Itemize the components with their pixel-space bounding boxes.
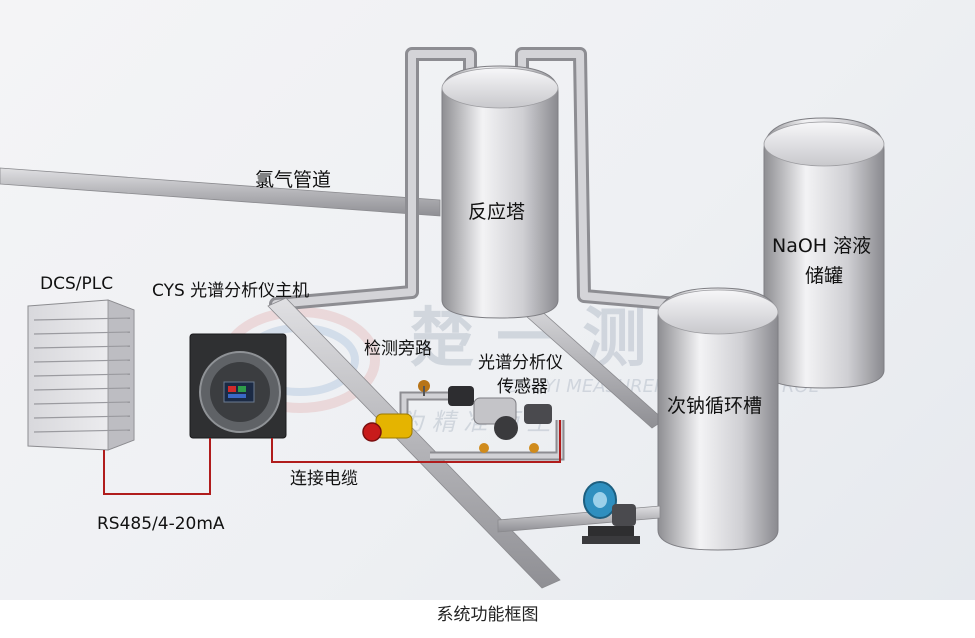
reaction-tower-label: 反应塔 bbox=[468, 201, 525, 223]
reaction-tower: 反应塔 bbox=[441, 65, 559, 319]
bypass-label: 检测旁路 bbox=[364, 339, 432, 359]
tower-overhead-piping bbox=[269, 47, 707, 313]
circulation-pump bbox=[582, 481, 640, 544]
cys-analyzer-host: CYS 光谱分析仪主机 bbox=[152, 281, 309, 439]
figure-caption: 系统功能框图 bbox=[436, 605, 539, 625]
hypo-circulation-tank: 次钠循环槽 bbox=[657, 287, 779, 551]
system-diagram: 楚 一 测 控 CHUYI MEASUREMENT & CONTROL 为 精 … bbox=[0, 0, 975, 600]
bypass-valve-bottom bbox=[479, 443, 539, 453]
protocol-label: RS485/4-20mA bbox=[97, 514, 225, 534]
diagram-canvas: 楚 一 测 控 CHUYI MEASUREMENT & CONTROL 为 精 … bbox=[0, 47, 885, 589]
chlorine-pipe bbox=[0, 167, 441, 217]
dcs-label: DCS/PLC bbox=[40, 274, 113, 294]
dcs-plc-cabinet: DCS/PLC bbox=[27, 274, 135, 451]
cys-host-label: CYS 光谱分析仪主机 bbox=[152, 281, 309, 301]
bypass-valve-top bbox=[418, 380, 474, 406]
cable-label: 连接电缆 bbox=[290, 469, 358, 489]
signal-cables bbox=[103, 420, 561, 495]
chlorine-pipe-label: 氯气管道 bbox=[255, 169, 331, 191]
naoh-tank-label-line1: NaOH 溶液 bbox=[772, 235, 871, 257]
sensor-label-line1: 光谱分析仪 bbox=[478, 353, 563, 373]
gate-valve bbox=[362, 413, 413, 442]
naoh-tank: NaOH 溶液 储罐 bbox=[763, 117, 885, 389]
sensor-label-line2: 传感器 bbox=[497, 377, 548, 397]
spectral-sensor bbox=[473, 397, 552, 440]
main-process-pipe bbox=[267, 297, 561, 589]
naoh-tank-label-line2: 储罐 bbox=[805, 265, 843, 287]
hypo-tank-label: 次钠循环槽 bbox=[667, 395, 762, 417]
